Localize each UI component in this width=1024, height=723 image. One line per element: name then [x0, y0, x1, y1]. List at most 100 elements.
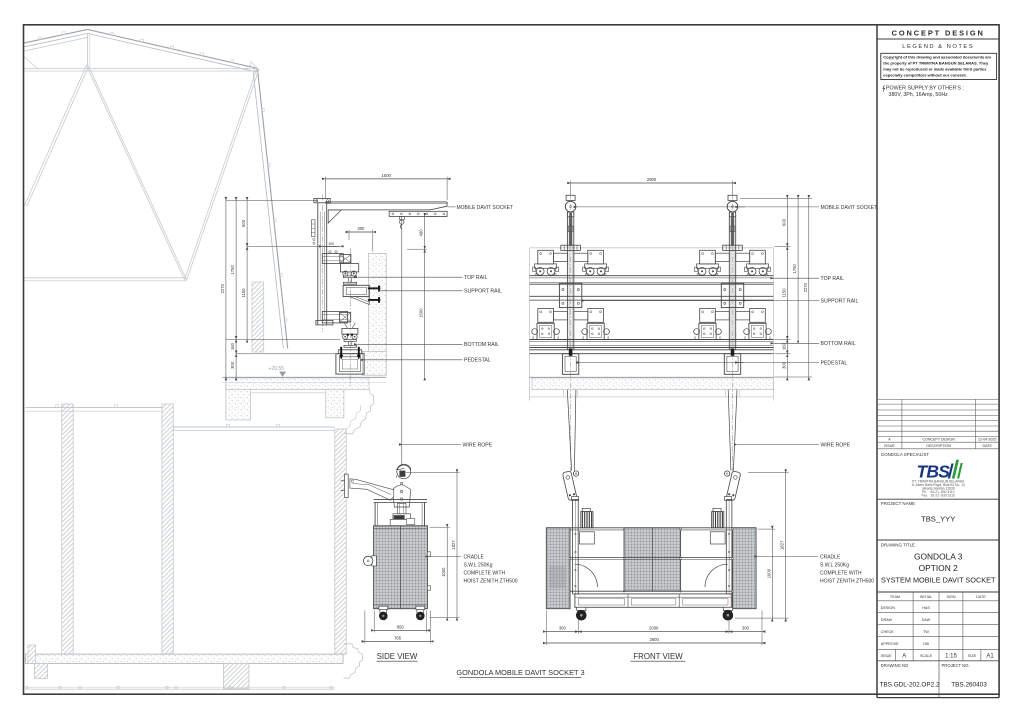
svg-text:WIRE ROPE: WIRE ROPE	[463, 442, 493, 448]
svg-text:CHECK: CHECK	[881, 630, 894, 634]
svg-text:OW: OW	[923, 642, 930, 646]
svg-text:650: 650	[397, 624, 405, 629]
svg-text:300: 300	[559, 626, 567, 631]
svg-text:GONDOLA 3: GONDOLA 3	[914, 552, 963, 562]
svg-text:DESIGN: DESIGN	[881, 606, 895, 610]
svg-text:INITIAL: INITIAL	[920, 595, 933, 599]
svg-text:MOBILE DAVIT SOCKET: MOBILE DAVIT SOCKET	[821, 205, 878, 211]
svg-text:600: 600	[781, 218, 786, 226]
svg-text:PEDESTAL: PEDESTAL	[821, 360, 848, 366]
svg-text:765: 765	[394, 635, 402, 640]
svg-text:DAW: DAW	[922, 618, 931, 622]
svg-text:TBS.260403: TBS.260403	[951, 682, 987, 689]
svg-text:BOTTOM RAIL: BOTTOM RAIL	[464, 342, 499, 348]
svg-text:300: 300	[781, 361, 786, 369]
svg-text:SUPPORT RAIL: SUPPORT RAIL	[464, 289, 502, 295]
svg-text:SIDE VIEW: SIDE VIEW	[377, 652, 418, 661]
svg-text:COMPLETE WITH: COMPLETE WITH	[464, 571, 506, 577]
svg-text:TBS_YYY: TBS_YYY	[921, 515, 955, 524]
svg-text:TW: TW	[923, 630, 929, 634]
svg-text:S.W.L 250Kg: S.W.L 250Kg	[820, 563, 849, 569]
svg-text:Copyright of this drawing and: Copyright of this drawing and associated…	[883, 55, 992, 60]
svg-text:FRONT VIEW: FRONT VIEW	[633, 652, 683, 661]
svg-text:1000: 1000	[766, 568, 771, 578]
svg-text:BOTTOM RAIL: BOTTOM RAIL	[821, 341, 856, 347]
svg-text:DRAW: DRAW	[881, 618, 893, 622]
svg-text:160: 160	[781, 342, 786, 350]
svg-text:ISSUE: ISSUE	[884, 444, 895, 448]
svg-text:ISSUE: ISSUE	[881, 654, 893, 658]
svg-text:380V, 3Ph, 16Amp, 50Hz: 380V, 3Ph, 16Amp, 50Hz	[889, 92, 949, 98]
svg-text:2000: 2000	[649, 626, 659, 631]
svg-text:1150: 1150	[781, 288, 786, 298]
svg-text:1827: 1827	[780, 540, 785, 550]
svg-text:A: A	[902, 654, 906, 660]
svg-text:600: 600	[241, 219, 246, 227]
svg-text:DESCRIPTION: DESCRIPTION	[926, 444, 951, 448]
svg-text:SUPPORT RAIL: SUPPORT RAIL	[821, 299, 859, 305]
svg-text:+20.55: +20.55	[269, 366, 285, 372]
svg-text:SYSTEM MOBILE DAVIT SOCKET: SYSTEM MOBILE DAVIT SOCKET	[881, 576, 996, 585]
svg-text:300: 300	[230, 361, 235, 369]
svg-text:COMPLETE WITH: COMPLETE WITH	[820, 571, 862, 577]
svg-text:DATE: DATE	[983, 444, 993, 448]
svg-text:GONDOLA SPECIALIST: GONDOLA SPECIALIST	[881, 452, 930, 457]
svg-text:GONDOLA MOBILE DAVIT SOCKET 3: GONDOLA MOBILE DAVIT SOCKET 3	[456, 668, 584, 677]
svg-text:CRADLE: CRADLE	[464, 555, 485, 561]
svg-text:LEGEND & NOTES: LEGEND & NOTES	[902, 44, 974, 50]
svg-text:2900: 2900	[647, 177, 657, 182]
svg-text:PROJECT NO.: PROJECT NO.	[942, 663, 970, 668]
svg-text:HAS: HAS	[922, 606, 930, 610]
svg-text:SIGN: SIGN	[946, 595, 955, 599]
svg-text:490: 490	[419, 229, 424, 237]
svg-text:DRAWING TITLE: DRAWING TITLE	[881, 543, 915, 548]
svg-text:TEAM: TEAM	[890, 595, 900, 599]
svg-text:A: A	[888, 438, 891, 442]
svg-text:PEDESTAL: PEDESTAL	[464, 358, 491, 364]
svg-text:Jakarta Selatan 12830: Jakarta Selatan 12830	[922, 487, 955, 491]
svg-text:300: 300	[357, 226, 365, 231]
svg-text:1000: 1000	[441, 567, 446, 577]
svg-text:the property of PT TRIMITRA BA: the property of PT TRIMITRA BANGUN SELAR…	[883, 61, 989, 66]
svg-text:APPROVE: APPROVE	[881, 642, 899, 646]
svg-text:TBS.GDL-202.OP2.2: TBS.GDL-202.OP2.2	[879, 682, 939, 689]
svg-text:1750: 1750	[230, 265, 235, 275]
svg-text:2600: 2600	[649, 637, 659, 642]
svg-text:12-04-2025: 12-04-2025	[978, 438, 996, 442]
svg-text:2270: 2270	[220, 283, 225, 293]
svg-text:1500: 1500	[419, 308, 424, 318]
svg-text:HOIST ZENITH ZTH500: HOIST ZENITH ZTH500	[820, 579, 874, 585]
svg-text:especially competitors without: especially competitors without our conse…	[883, 73, 967, 78]
svg-text:CONCEPT DESIGN: CONCEPT DESIGN	[922, 438, 955, 442]
svg-text:300: 300	[328, 242, 334, 246]
svg-text:MOBILE DAVIT SOCKET: MOBILE DAVIT SOCKET	[457, 205, 514, 211]
svg-text:2270: 2270	[803, 282, 808, 292]
svg-text:SCALE: SCALE	[920, 654, 933, 658]
svg-text:CONCEPT DESIGN: CONCEPT DESIGN	[892, 29, 985, 38]
svg-text:A1: A1	[986, 654, 994, 660]
svg-text:DATE: DATE	[976, 595, 986, 599]
svg-text:TOP RAIL: TOP RAIL	[464, 275, 488, 281]
svg-text:DRAWING NO: DRAWING NO	[881, 663, 909, 668]
svg-text:CRADLE: CRADLE	[820, 555, 841, 561]
svg-text:PT. TRIMITRA BANGUN SELARAS: PT. TRIMITRA BANGUN SELARAS	[912, 480, 965, 484]
svg-text:1827: 1827	[451, 540, 456, 550]
svg-text:Fax. 62-21- 830 3116: Fax. 62-21- 830 3116	[922, 494, 955, 498]
svg-text:PROJECT NAME: PROJECT NAME	[881, 501, 915, 506]
svg-text:POWER SUPPLY BY OTHER'S :: POWER SUPPLY BY OTHER'S :	[886, 86, 964, 92]
svg-text:TOP RAIL: TOP RAIL	[821, 276, 845, 282]
svg-text:may not be reproduced or made: may not be reproduced or made available …	[883, 67, 987, 72]
svg-text:WIRE ROPE: WIRE ROPE	[821, 442, 851, 448]
svg-text:1150: 1150	[241, 288, 246, 298]
svg-text:OPTION 2: OPTION 2	[919, 563, 958, 573]
svg-text:1750: 1750	[792, 264, 797, 274]
svg-text:S.W.L 250Kg: S.W.L 250Kg	[464, 563, 493, 569]
svg-text:300: 300	[742, 626, 750, 631]
svg-text:TBS: TBS	[917, 461, 951, 481]
svg-text:160: 160	[230, 342, 235, 350]
svg-text:SIZE: SIZE	[968, 654, 977, 658]
svg-text:HOIST ZENITH ZTH500: HOIST ZENITH ZTH500	[464, 579, 518, 585]
svg-text:1500: 1500	[382, 173, 392, 178]
svg-text:1:15: 1:15	[945, 654, 957, 660]
svg-text:Jl. Asem Baris Raya, Blok A3 N: Jl. Asem Baris Raya, Blok A3 No. 14	[912, 483, 965, 487]
